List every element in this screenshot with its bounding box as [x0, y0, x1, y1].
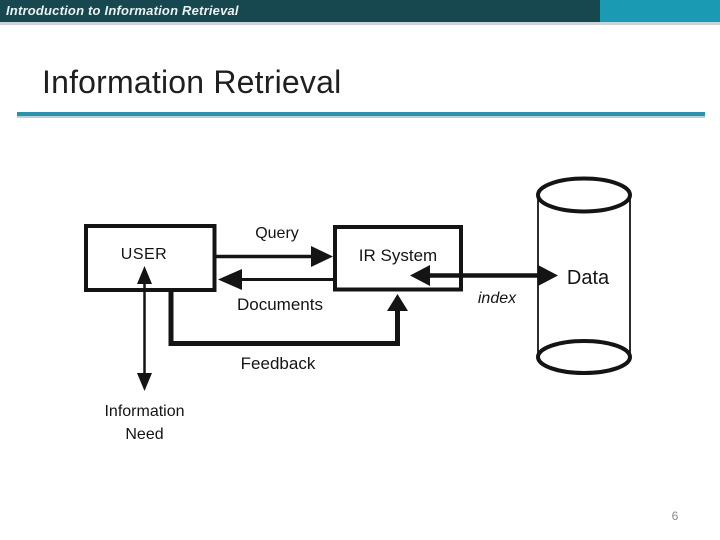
information-need-arrowhead-bottom	[137, 373, 152, 391]
information-need-label-line2: Need	[125, 426, 163, 443]
index-arrowhead-left	[410, 265, 430, 286]
information-need-arrowhead-top	[137, 266, 152, 284]
ir-flow-diagram: USER IR System Data Query Documents Feed…	[60, 160, 660, 460]
query-arrowhead	[311, 246, 333, 267]
data-cylinder-label: Data	[567, 267, 610, 289]
query-label: Query	[255, 225, 299, 242]
information-need-label-line1: Information	[104, 403, 184, 420]
title-underline-light	[17, 116, 705, 118]
feedback-arrowhead	[387, 294, 408, 311]
documents-label: Documents	[237, 295, 323, 314]
documents-arrowhead	[218, 269, 242, 290]
header-bar	[0, 0, 720, 22]
feedback-path	[168, 290, 400, 346]
header: Introduction to Information Retrieval	[0, 0, 720, 25]
cylinder-top-ellipse	[536, 176, 632, 214]
header-accent-block	[600, 0, 720, 24]
header-title: Introduction to Information Retrieval	[6, 3, 239, 18]
title-underline	[17, 112, 705, 116]
feedback-label: Feedback	[241, 354, 316, 373]
user-box-label: USER	[121, 246, 167, 263]
page-number: 6	[671, 509, 679, 523]
slide-title: Information Retrieval	[42, 64, 342, 100]
user-box	[84, 224, 217, 292]
ir-system-box	[333, 225, 463, 292]
diagram-canvas: USER IR System Data Query Documents Feed…	[84, 176, 632, 443]
index-arrowhead-right	[538, 265, 558, 286]
index-label: index	[478, 290, 517, 307]
cylinder-bottom-ellipse	[536, 339, 632, 375]
header-divider	[0, 22, 720, 25]
ir-system-box-label: IR System	[359, 246, 437, 265]
